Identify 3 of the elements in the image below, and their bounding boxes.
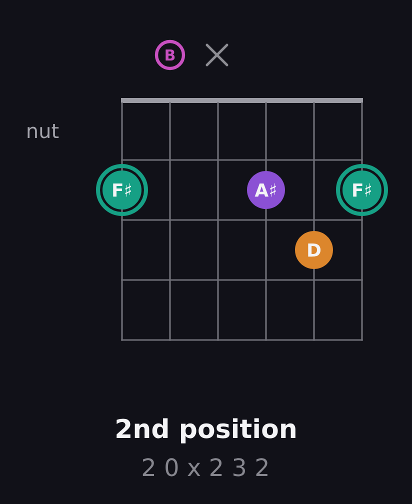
nut-label: nut <box>28 124 59 138</box>
caption: 2nd position <box>116 418 296 444</box>
fingering-label: 2 0 x 2 3 2 <box>142 458 268 476</box>
